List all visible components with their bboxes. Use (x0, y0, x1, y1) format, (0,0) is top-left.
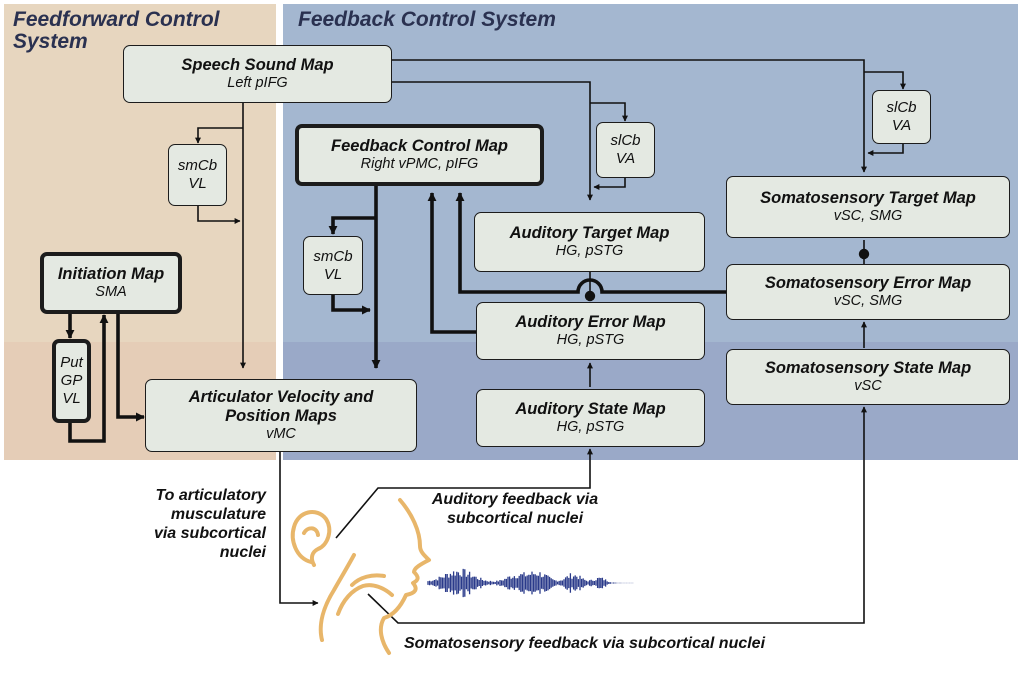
to-musculature-line-2: musculature (170, 506, 266, 523)
feedforward-title-line1: Feedforward Control (13, 8, 220, 31)
feedback-control-map-title: Feedback Control Map (331, 137, 508, 155)
ssm-to-slcb-aud-line (590, 102, 628, 122)
to-musculature-line (279, 452, 319, 606)
articulator-map: Articulator Velocity and Position Maps v… (145, 379, 417, 452)
articulator-map-title-line1: Articulator Velocity and (188, 388, 374, 406)
speech-sound-map: Speech Sound Map Left pIFG (123, 45, 392, 103)
to-musculature-line-3: via subcortical (153, 525, 266, 542)
somato-error-map-title: Somatosensory Error Map (764, 274, 972, 292)
auditory-error-map: Auditory Error Map HG, pSTG (476, 302, 705, 360)
feedforward-title-line2: System (13, 30, 88, 53)
somato-state-map: Somatosensory State Map vSC (726, 349, 1010, 405)
somato-target-map-title: Somatosensory Target Map (760, 189, 976, 207)
slcb-aud-out-line (593, 177, 626, 190)
smcb-ff-to-line (197, 206, 241, 224)
feedback-title: Feedback Control System (298, 8, 556, 31)
initiation-to-articulator-line (116, 313, 145, 422)
put-to-initiation-line (68, 314, 109, 443)
somato-state-map-region: vSC (854, 378, 882, 394)
auditory-error-map-title: Auditory Error Map (515, 313, 666, 331)
somato-error-map-region: vSC, SMG (833, 293, 903, 309)
articulator-map-region: vMC (266, 426, 296, 442)
speech-sound-map-region: Left pIFG (227, 75, 288, 91)
put-gp-vl-line1: Put (60, 354, 83, 371)
auditory-error-map-region: HG, pSTG (556, 332, 625, 348)
auditory-junction-dot (584, 290, 596, 302)
smcb-vl-fb-line2: VL (323, 265, 343, 283)
slcb-va-aud-line1: slCb (610, 132, 641, 149)
to-musculature-line-1: To articulatory (155, 487, 266, 504)
aud-error-to-fbcm-line (427, 192, 476, 334)
smcb-vl-ff-line2: VL (188, 175, 207, 192)
ssm-to-auditory-target-line (390, 81, 593, 201)
somato-feedback-line (367, 406, 867, 624)
smcb-vl-feedback: smCb VL (303, 236, 363, 295)
put-gp-vl-line2: GP (60, 372, 83, 389)
slcb-som-out-line (867, 143, 904, 156)
feedback-control-map-region: Right vPMC, pIFG (360, 156, 479, 172)
articulator-map-title-line2: Position Maps (225, 407, 337, 425)
somato-error-to-fbcm-line (455, 192, 726, 294)
auditory-target-map: Auditory Target Map HG, pSTG (474, 212, 705, 272)
feedback-control-map: Feedback Control Map Right vPMC, pIFG (295, 124, 544, 186)
auditory-feedback-label: Auditory feedback via subcortical nuclei (400, 490, 630, 528)
somato-target-map-region: vSC, SMG (833, 208, 903, 224)
auditory-feedback-line-1: Auditory feedback via (431, 491, 599, 508)
auditory-target-map-title: Auditory Target Map (509, 224, 670, 242)
auditory-state-map-region: HG, pSTG (556, 419, 625, 435)
slcb-va-auditory: slCb VA (596, 122, 655, 178)
smcb-vl-feedforward: smCb VL (168, 144, 227, 206)
initiation-map-region: SMA (95, 284, 127, 300)
auditory-feedback-line-2: subcortical nuclei (446, 510, 584, 527)
slcb-va-somatosensory: slCb VA (872, 90, 931, 144)
speech-sound-map-title: Speech Sound Map (181, 56, 334, 74)
auditory-feedback-line (335, 448, 593, 539)
ssm-to-somato-target-line (390, 59, 867, 173)
ear-icon (290, 510, 332, 567)
somato-target-map: Somatosensory Target Map vSC, SMG (726, 176, 1010, 238)
auditory-state-map: Auditory State Map HG, pSTG (476, 389, 705, 447)
initiation-map-title: Initiation Map (57, 265, 165, 283)
somato-junction-dot (858, 248, 870, 260)
smcb-vl-ff-line1: smCb (177, 157, 218, 174)
smcb-fb-out-line (331, 295, 371, 315)
to-musculature-label: To articulatory musculature via subcorti… (118, 486, 266, 562)
ssm-to-smcb-ff-line (195, 127, 243, 144)
head-profile-icon (318, 498, 431, 655)
slcb-va-som-line1: slCb (886, 99, 917, 116)
initiation-map: Initiation Map SMA (40, 252, 182, 314)
slcb-va-som-line2: VA (891, 117, 912, 134)
fbcm-to-smcb-line (328, 216, 376, 235)
auditory-target-map-region: HG, pSTG (555, 243, 624, 259)
put-gp-vl-box: Put GP VL (52, 339, 91, 423)
auditory-state-map-title: Auditory State Map (515, 400, 666, 418)
somato-state-map-title: Somatosensory State Map (764, 359, 972, 377)
somato-error-map: Somatosensory Error Map vSC, SMG (726, 264, 1010, 320)
smcb-vl-fb-line1: smCb (313, 247, 353, 265)
to-musculature-line-4: nuclei (219, 544, 266, 561)
feedforward-title: Feedforward Control System (13, 9, 220, 53)
put-gp-vl-line3: VL (62, 390, 81, 407)
somato-feedback-label: Somatosensory feedback via subcortical n… (404, 635, 766, 652)
ssm-to-slcb-som-line (864, 71, 906, 90)
speech-waveform-icon (427, 568, 634, 598)
slcb-va-aud-line2: VA (615, 150, 636, 167)
